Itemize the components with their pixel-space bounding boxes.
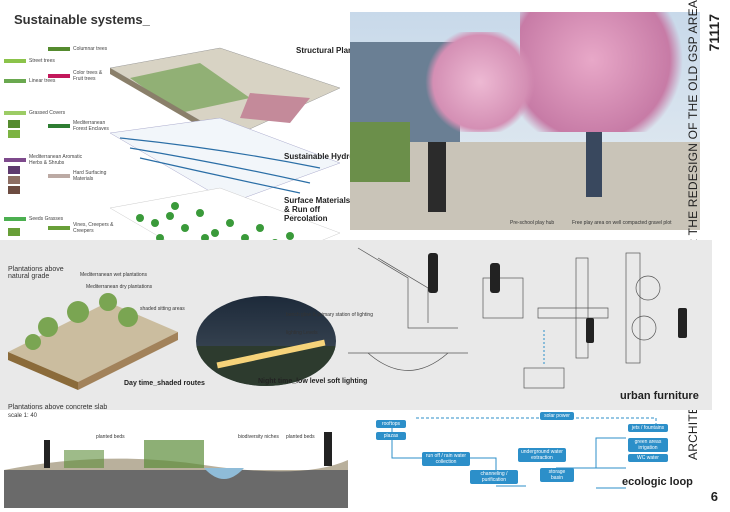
flow-jets: jets / fountains: [628, 424, 668, 432]
med-wet-note: Mediterranean wet plantations: [80, 272, 147, 278]
flow-solar: solar power: [540, 412, 574, 420]
planting-legend-left: Street trees Linear trees Grassed Covers…: [4, 50, 104, 250]
night-lighting-render: [196, 296, 336, 386]
slab-section: [4, 432, 348, 508]
free-play-note: Free play area on well compacted gravel …: [572, 220, 672, 226]
flow-rooftops: rooftops: [376, 420, 406, 428]
flow-wc: WC water: [628, 454, 668, 462]
plantations-natural-label: Plantations above natural grade: [8, 266, 64, 280]
biodiversity-note: biodiversity niches: [238, 434, 279, 440]
flow-irrigation: green areas irrigation: [628, 438, 668, 452]
page-title: Sustainable systems_: [14, 12, 150, 27]
section-natural-grade: [8, 293, 178, 390]
scale-label: scale 1: 40: [8, 413, 38, 419]
structural-planting-label: Structural Planting: [296, 46, 368, 55]
lighting-levels-note: lighting Levels: [286, 330, 318, 336]
flow-channeling: channeling / purification: [470, 470, 518, 484]
legend-columnar: Columnar trees: [48, 46, 107, 52]
plantations-slab-label: Plantations above concrete slab: [8, 404, 108, 411]
legend-forest: Mediterranean Forest Enclaves: [48, 120, 113, 132]
flow-runoff: run off / rain water collection: [422, 452, 470, 466]
legend-vines: Vines, Creepers & Creepers: [48, 222, 123, 234]
legend-linear-trees: Linear trees: [4, 78, 55, 84]
project-code: 71117: [706, 14, 722, 52]
legend-grassed-covers: Grassed Covers: [4, 110, 65, 116]
flow-plazas: plazas: [376, 432, 406, 440]
planted-beds-left-note: planted beds: [96, 434, 125, 440]
legend-hard-surfacing: Hard Surfacing Materials: [48, 170, 123, 182]
perspective-render: Pre-school play hub Free play area on we…: [350, 12, 700, 230]
planted-beds-right-note: planted beds: [286, 434, 315, 440]
surface-materials-label: Surface Materials & Run off Percolation: [284, 196, 351, 223]
flow-underground: underground water extraction: [518, 448, 566, 462]
med-dry-note: Mediterranean dry plantations: [86, 284, 153, 290]
bench-glow-note: bench glow & primary station of lighting: [286, 312, 373, 318]
shaded-sitting-note: shaded sitting areas: [140, 306, 185, 312]
day-time-label: Day time_shaded routes: [124, 380, 205, 387]
page-number: 6: [710, 489, 718, 504]
sustainable-hydrology-label: Sustainable Hydrology: [284, 152, 371, 161]
legend-street-trees: Street trees: [4, 58, 55, 64]
preschool-note: Pre-school play hub: [510, 220, 555, 226]
flow-storage: storage basin: [540, 468, 574, 482]
urban-furniture-label: urban furniture: [620, 390, 699, 402]
legend-color-trees: Color trees & Fruit trees: [48, 70, 113, 82]
planting-legend-mid: Columnar trees Color trees & Fruit trees…: [48, 46, 113, 246]
legend-aromatic: Mediterranean Aromatic Herbs & Shrubs: [4, 154, 89, 166]
urban-furniture-drawings: [348, 247, 687, 389]
ecologic-loop-label: ecologic loop: [622, 476, 693, 488]
night-time-label: Night time_low level soft lighting: [258, 378, 368, 385]
legend-seed-grasses: Seeds Grasses: [4, 216, 63, 222]
